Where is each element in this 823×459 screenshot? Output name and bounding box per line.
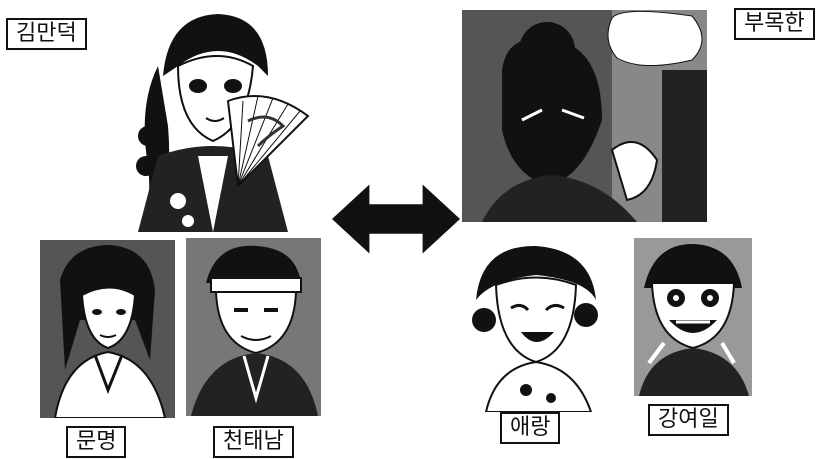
portrait-bumokhan	[462, 10, 707, 222]
man-with-headband-icon	[186, 238, 321, 416]
young-man-long-hair-icon	[40, 240, 175, 418]
shadowed-man-icon	[462, 10, 707, 222]
double-headed-arrow-icon	[332, 184, 460, 254]
name-label-munmyeong: 문명	[66, 426, 127, 458]
clown-man-icon	[634, 238, 752, 396]
name-label-kim-mandeok: 김만덕	[6, 18, 87, 50]
woman-with-fan-icon	[118, 6, 318, 232]
name-label-aerang: 애랑	[500, 412, 561, 444]
portrait-cheontaenam	[186, 238, 321, 416]
name-label-cheontaenam: 천태남	[213, 426, 294, 458]
portrait-gangyeoil	[634, 238, 752, 396]
portrait-kim-mandeok	[118, 6, 318, 232]
portrait-aerang	[466, 240, 602, 412]
name-label-gangyeoil: 강여일	[648, 404, 729, 436]
portrait-munmyeong	[40, 240, 175, 418]
woman-laughing-icon	[466, 240, 602, 412]
name-label-bumokhan: 부목한	[734, 8, 815, 40]
